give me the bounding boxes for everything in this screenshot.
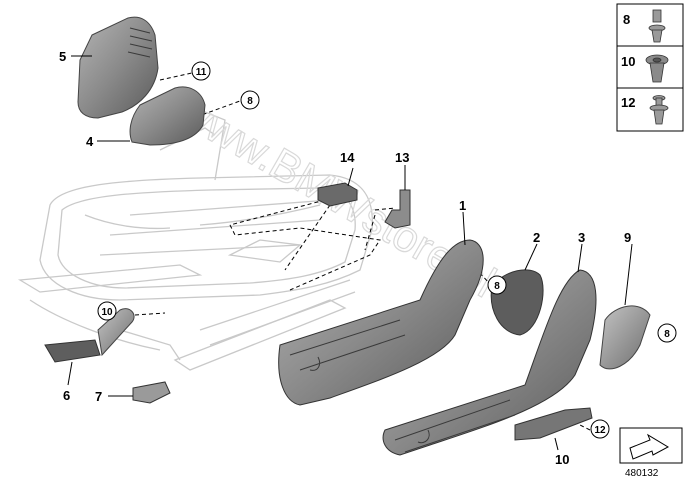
callout-8-top: 8 — [247, 96, 253, 107]
part-6-lever-arm[interactable] — [97, 308, 135, 357]
part-11-cover[interactable] — [599, 305, 651, 370]
direction-arrow-icon — [629, 433, 670, 460]
callout-8-right: 8 — [664, 329, 670, 340]
circle-10-left — [97, 301, 117, 321]
part-3-inner-contour — [394, 399, 516, 453]
legend-label-12: 12 — [621, 95, 635, 110]
push-rivet-icon — [648, 9, 666, 43]
circle-8-middle — [487, 275, 507, 295]
part-7-clip[interactable] — [132, 381, 171, 404]
callout-9: 10 — [555, 452, 569, 467]
part-13-bracket[interactable] — [384, 189, 411, 229]
legend-label-8: 8 — [623, 12, 630, 27]
callout-5: 5 — [59, 49, 66, 64]
circled-callouts — [97, 61, 677, 439]
callout-1: 1 — [459, 198, 466, 213]
callout-4: 4 — [86, 134, 94, 149]
part-5-backrest-cover[interactable] — [77, 16, 159, 119]
part-4-lower-cover[interactable] — [129, 86, 206, 146]
expanding-rivet-icon — [645, 54, 669, 83]
part-9-handle[interactable] — [514, 407, 593, 441]
callout-11: 9 — [624, 230, 631, 245]
circled-callout-text: 11 8 8 8 10 12 — [101, 67, 670, 436]
part-6-lever[interactable] — [44, 339, 101, 363]
orientation-arrow-box: 480132 — [619, 427, 683, 479]
circle-8-right — [657, 323, 677, 343]
callout-6: 6 — [63, 388, 70, 403]
legend-label-10: 10 — [621, 54, 635, 69]
callout-10-left: 10 — [101, 307, 113, 318]
circle-8-top — [240, 90, 260, 110]
part-1-outer-trim[interactable] — [278, 239, 484, 406]
seat-frame-outline — [17, 109, 374, 371]
circle-12 — [191, 61, 211, 81]
callout-12: 11 — [196, 67, 207, 78]
document-number: 480132 — [625, 468, 659, 479]
callout-10-right: 12 — [594, 425, 606, 436]
part-5-inner-ribs — [127, 27, 153, 58]
part-14-motor-unit[interactable] — [317, 182, 358, 207]
callout-lines — [67, 55, 633, 451]
clip-fastener-icon — [649, 95, 669, 125]
callout-3: 3 — [578, 230, 585, 245]
dashed-leaders — [134, 72, 641, 431]
callout-labels: 5 4 14 13 1 2 3 9 6 7 10 — [59, 49, 631, 467]
callout-13: 13 — [395, 150, 409, 165]
callout-8-middle: 8 — [494, 281, 500, 292]
circle-10-right — [590, 419, 610, 439]
part-1-inner-contour — [289, 319, 406, 371]
callout-7: 7 — [95, 389, 102, 404]
fastener-legend: 8 10 12 — [616, 3, 684, 132]
callout-2: 2 — [533, 230, 540, 245]
callout-14: 14 — [340, 150, 355, 165]
